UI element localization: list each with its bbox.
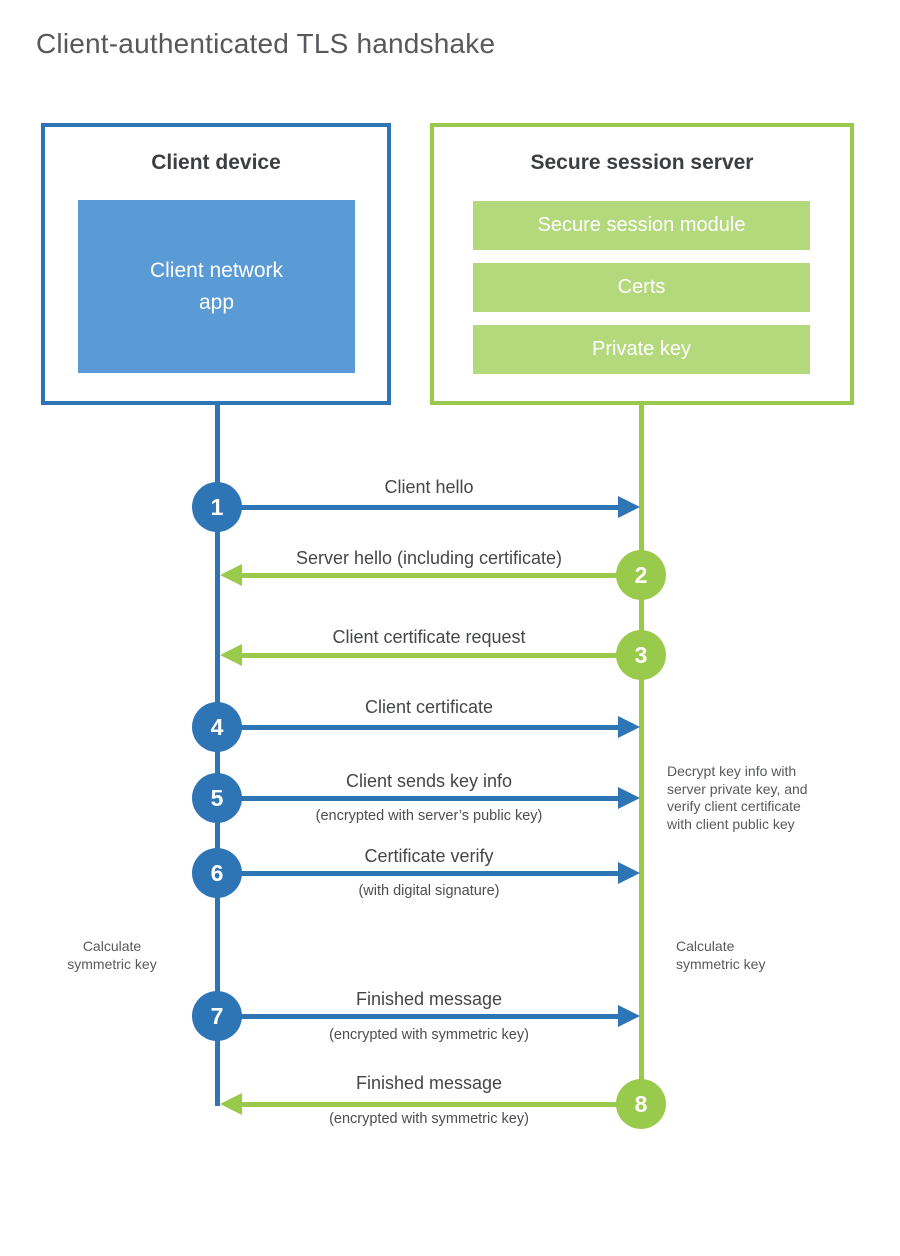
- server-module-private-key: Private key: [473, 325, 810, 374]
- arrowhead-right-icon: [618, 862, 640, 884]
- message-label: Client hello: [384, 477, 474, 497]
- arrowhead-left-icon: [220, 644, 242, 666]
- step-number-badge: 2: [616, 550, 666, 600]
- arrowhead-left-icon: [220, 564, 242, 586]
- arrow-line: [240, 1014, 620, 1019]
- arrowhead-left-icon: [220, 1093, 242, 1115]
- arrow-line: [240, 796, 620, 801]
- message-label: Certificate verify: [364, 846, 494, 866]
- arrowhead-right-icon: [618, 787, 640, 809]
- arrow-line: [240, 573, 618, 578]
- note-calculate-symmetric-key-server: Calculate symmetric key: [676, 938, 766, 972]
- client-network-app-box: Client network app: [78, 200, 355, 373]
- message-sublabel: (encrypted with server’s public key): [315, 808, 543, 824]
- step-number-badge: 3: [616, 630, 666, 680]
- arrow-line: [240, 1102, 618, 1107]
- message-label: Client sends key info: [345, 771, 513, 791]
- client-device-title: Client device: [151, 151, 281, 174]
- secure-session-server-title: Secure session server: [530, 151, 754, 174]
- message-label: Client certificate: [364, 697, 494, 717]
- message-sublabel: (encrypted with symmetric key): [329, 1027, 529, 1043]
- arrow-line: [240, 505, 620, 510]
- message-label: Client certificate request: [332, 627, 526, 647]
- note-decrypt-key-info: Decrypt key info with server private key…: [667, 763, 808, 832]
- client-lifeline: [215, 405, 220, 1106]
- step-number-badge: 6: [192, 848, 242, 898]
- page-title: Client-authenticated TLS handshake: [36, 28, 496, 59]
- arrow-line: [240, 725, 620, 730]
- arrow-line: [240, 871, 620, 876]
- step-number-badge: 1: [192, 482, 242, 532]
- message-label: Server hello (including certificate): [295, 548, 563, 568]
- step-number-badge: 8: [616, 1079, 666, 1129]
- message-label: Finished message: [355, 1073, 503, 1093]
- message-label: Finished message: [355, 989, 503, 1009]
- arrowhead-right-icon: [618, 1005, 640, 1027]
- arrow-line: [240, 653, 618, 658]
- server-lifeline: [639, 405, 644, 1107]
- step-number-badge: 4: [192, 702, 242, 752]
- message-sublabel: (encrypted with symmetric key): [329, 1111, 529, 1127]
- server-module-secure-session: Secure session module: [473, 201, 810, 250]
- arrowhead-right-icon: [618, 496, 640, 518]
- server-module-certs: Certs: [473, 263, 810, 312]
- message-sublabel: (with digital signature): [358, 883, 500, 899]
- step-number-badge: 7: [192, 991, 242, 1041]
- arrowhead-right-icon: [618, 716, 640, 738]
- step-number-badge: 5: [192, 773, 242, 823]
- note-calculate-symmetric-key-client: Calculate symmetric key: [67, 938, 157, 972]
